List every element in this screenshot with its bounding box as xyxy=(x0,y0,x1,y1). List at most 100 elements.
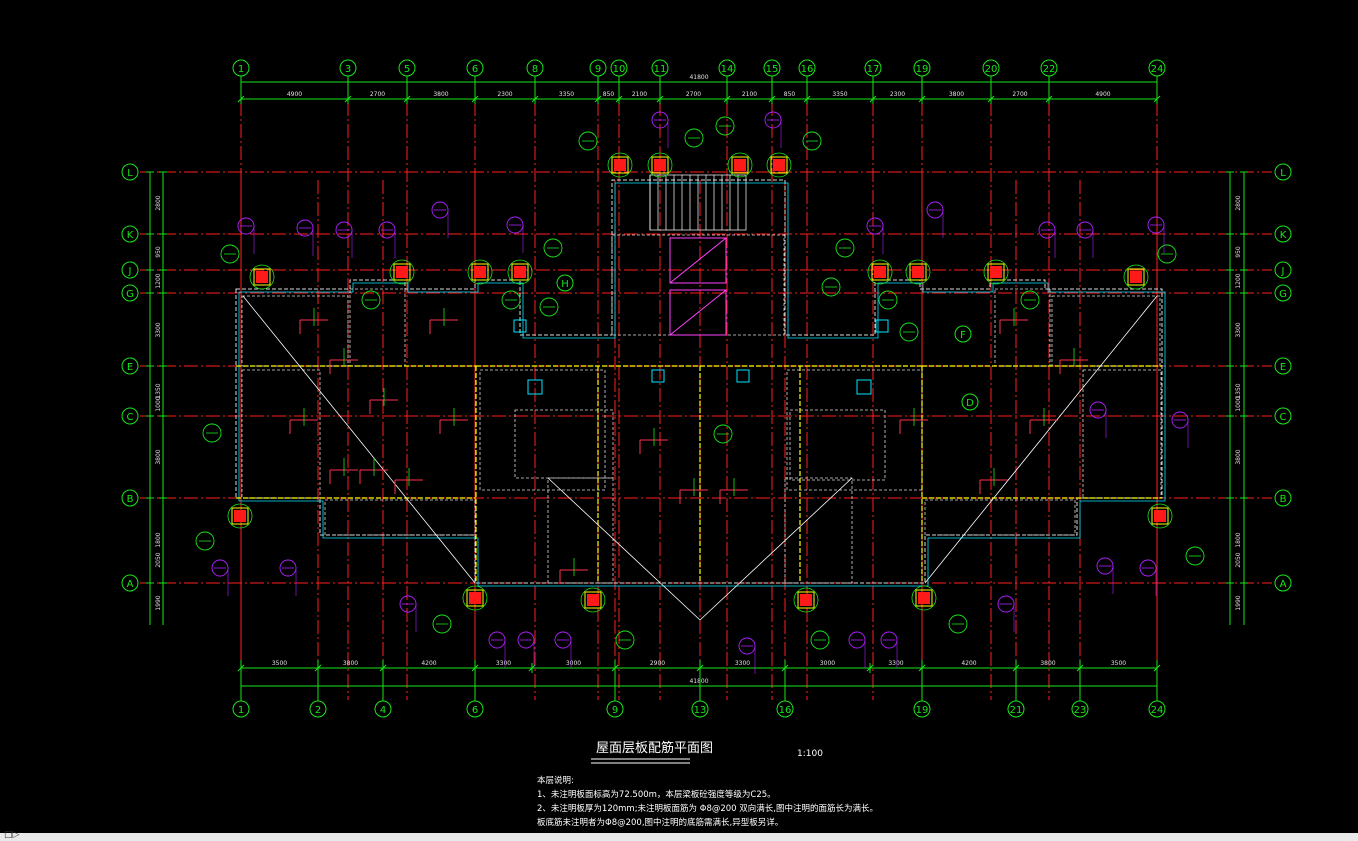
column-callout-circle xyxy=(867,259,893,285)
room-outline xyxy=(547,477,614,584)
dimension-label: 3000 xyxy=(820,660,835,667)
slab-callout-circle xyxy=(578,131,598,151)
columns xyxy=(227,152,1173,613)
axis-bubble-bottom: 16 xyxy=(776,700,794,718)
dimension-label: 1800 xyxy=(155,532,162,547)
axis-bubble-bottom: 19 xyxy=(913,700,931,718)
dimension-label: 3800 xyxy=(949,91,964,98)
room-outline xyxy=(611,234,785,336)
column-callout-circle xyxy=(766,152,792,178)
column-callout-circle xyxy=(647,152,673,178)
axis-bubble-right: L xyxy=(1274,163,1292,181)
svg-text:16: 16 xyxy=(801,64,814,75)
svg-text:B: B xyxy=(1280,494,1287,505)
axis-bubble-top: 8 xyxy=(526,59,544,77)
svg-text:11: 11 xyxy=(654,64,667,75)
slab-callout-circle xyxy=(539,297,559,317)
dimension-label: 2700 xyxy=(370,91,385,98)
slab-callout-circle xyxy=(835,238,855,258)
elevator-shaft xyxy=(669,289,727,336)
notes-heading: 本层说明: xyxy=(537,776,574,786)
svg-text:24: 24 xyxy=(1151,705,1164,716)
axis-bubble-top: 6 xyxy=(466,59,484,77)
svg-text:23: 23 xyxy=(1074,705,1087,716)
dimension-label: 1000 xyxy=(1235,396,1242,411)
column-callout-circle xyxy=(389,259,415,285)
axis-bubble-top: 14 xyxy=(718,59,736,77)
svg-text:2: 2 xyxy=(315,705,321,716)
column xyxy=(1130,271,1142,283)
svg-text:C: C xyxy=(127,412,134,423)
axis-bubble-left: C xyxy=(121,407,139,425)
dimension-label: 2050 xyxy=(1235,552,1242,567)
slab-callout-circle xyxy=(1185,546,1205,566)
svg-text:B: B xyxy=(127,494,134,505)
notes-block: 本层说明: 1、未注明板面标高为72.500m，本层梁板砼强度等级为C25。 2… xyxy=(537,774,878,830)
column xyxy=(587,594,599,606)
svg-text:E: E xyxy=(127,362,133,373)
column-callout-circle xyxy=(249,264,275,290)
dimension-label: 3300 xyxy=(496,660,511,667)
axis-bubble-right: E xyxy=(1274,357,1292,375)
axis-bubble-left: A xyxy=(121,574,139,592)
axis-bubble-bottom: 1 xyxy=(232,700,250,718)
axis-bubble-top: 1 xyxy=(232,59,250,77)
axis-bubble-top: 19 xyxy=(913,59,931,77)
svg-text:E: E xyxy=(1280,362,1286,373)
axis-bubble-bottom: 9 xyxy=(606,700,624,718)
svg-text:20: 20 xyxy=(985,64,998,75)
dimension-label: 3300 xyxy=(1235,322,1242,337)
axis-bubble-top: 15 xyxy=(763,59,781,77)
dimension-label: 3300 xyxy=(735,660,750,667)
slab-callout-circle xyxy=(543,238,563,258)
svg-text:15: 15 xyxy=(766,64,779,75)
dimension-label: 3300 xyxy=(888,660,903,667)
axis-bubble-top: 20 xyxy=(982,59,1000,77)
shaft-opening xyxy=(875,319,889,333)
axis-bubble-bottom: 6 xyxy=(466,700,484,718)
dimension-label: 4900 xyxy=(287,91,302,98)
axis-bubble-bottom: 2 xyxy=(309,700,327,718)
column xyxy=(800,594,812,606)
svg-text:4: 4 xyxy=(380,705,386,716)
svg-text:C: C xyxy=(1280,412,1287,423)
svg-text:6: 6 xyxy=(472,64,478,75)
axis-bubble-bottom: 21 xyxy=(1007,700,1025,718)
axis-bubble-right: B xyxy=(1274,489,1292,507)
room-outline xyxy=(241,295,349,367)
slab-callout-circle xyxy=(501,290,521,310)
dimension-label: 3350 xyxy=(559,91,574,98)
slab-diagonal xyxy=(547,477,701,621)
room-outline xyxy=(924,499,1076,536)
dimension-label: 2100 xyxy=(742,91,757,98)
slab-marks xyxy=(195,111,1205,674)
dimension-label: 850 xyxy=(603,91,615,98)
column xyxy=(396,266,408,278)
drawing-title: 屋面层板配筋平面图 xyxy=(596,740,713,756)
column xyxy=(654,159,666,171)
svg-text:9: 9 xyxy=(595,64,601,75)
drawing-title-block: 屋面层板配筋平面图 1:100 xyxy=(591,740,823,764)
dimension-label: 2700 xyxy=(1012,91,1027,98)
axis-bubble-left: B xyxy=(121,489,139,507)
dimension-label: 3800 xyxy=(1235,449,1242,464)
svg-text:L: L xyxy=(127,168,133,179)
column-callout-circle xyxy=(727,152,753,178)
dimension-label: 1800 xyxy=(1235,532,1242,547)
svg-text:J: J xyxy=(128,266,132,277)
dimension-label: 3800 xyxy=(1040,660,1055,667)
column-callout-circle xyxy=(227,503,253,529)
svg-text:3: 3 xyxy=(345,64,351,75)
axis-bubble-inner: F xyxy=(954,325,972,343)
column xyxy=(256,271,268,283)
svg-text:A: A xyxy=(1280,579,1287,590)
column-callout-circle xyxy=(905,259,931,285)
shaft-opening xyxy=(527,379,543,395)
dimension-label: 4200 xyxy=(421,660,436,667)
svg-text:H: H xyxy=(561,279,569,290)
elevator-shaft xyxy=(669,237,727,284)
slab-callout-circle xyxy=(220,244,240,264)
grid-lines xyxy=(140,80,1272,700)
dimension-label: 950 xyxy=(155,246,162,258)
